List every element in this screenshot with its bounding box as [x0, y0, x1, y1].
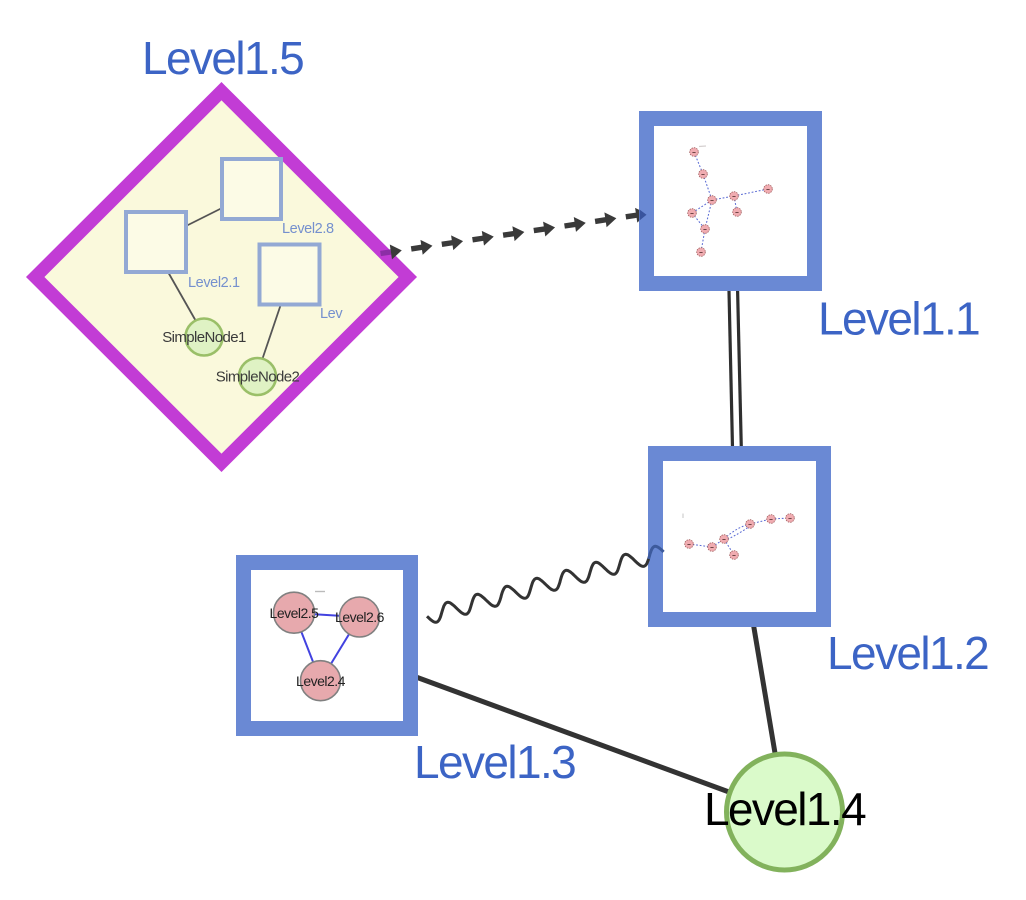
svg-text:SimpleNode2: SimpleNode2	[216, 369, 300, 386]
svg-text:SimpleNode1: SimpleNode1	[162, 329, 246, 346]
svg-text:Level2.6: Level2.6	[335, 609, 385, 625]
svg-text:Level1.5: Level1.5	[142, 32, 303, 84]
svg-text:Level1.4: Level1.4	[704, 783, 866, 835]
svg-text:Lev: Lev	[320, 306, 343, 322]
svg-text:Level2.4: Level2.4	[296, 673, 346, 689]
svg-text:Level2.1: Level2.1	[188, 275, 240, 291]
svg-text:Level2.8: Level2.8	[282, 221, 334, 237]
svg-text:Level1.2: Level1.2	[827, 627, 988, 679]
svg-text:Level1.1: Level1.1	[818, 293, 979, 345]
svg-text:Level1.3: Level1.3	[414, 736, 575, 788]
svg-text:Level2.5: Level2.5	[270, 605, 320, 621]
